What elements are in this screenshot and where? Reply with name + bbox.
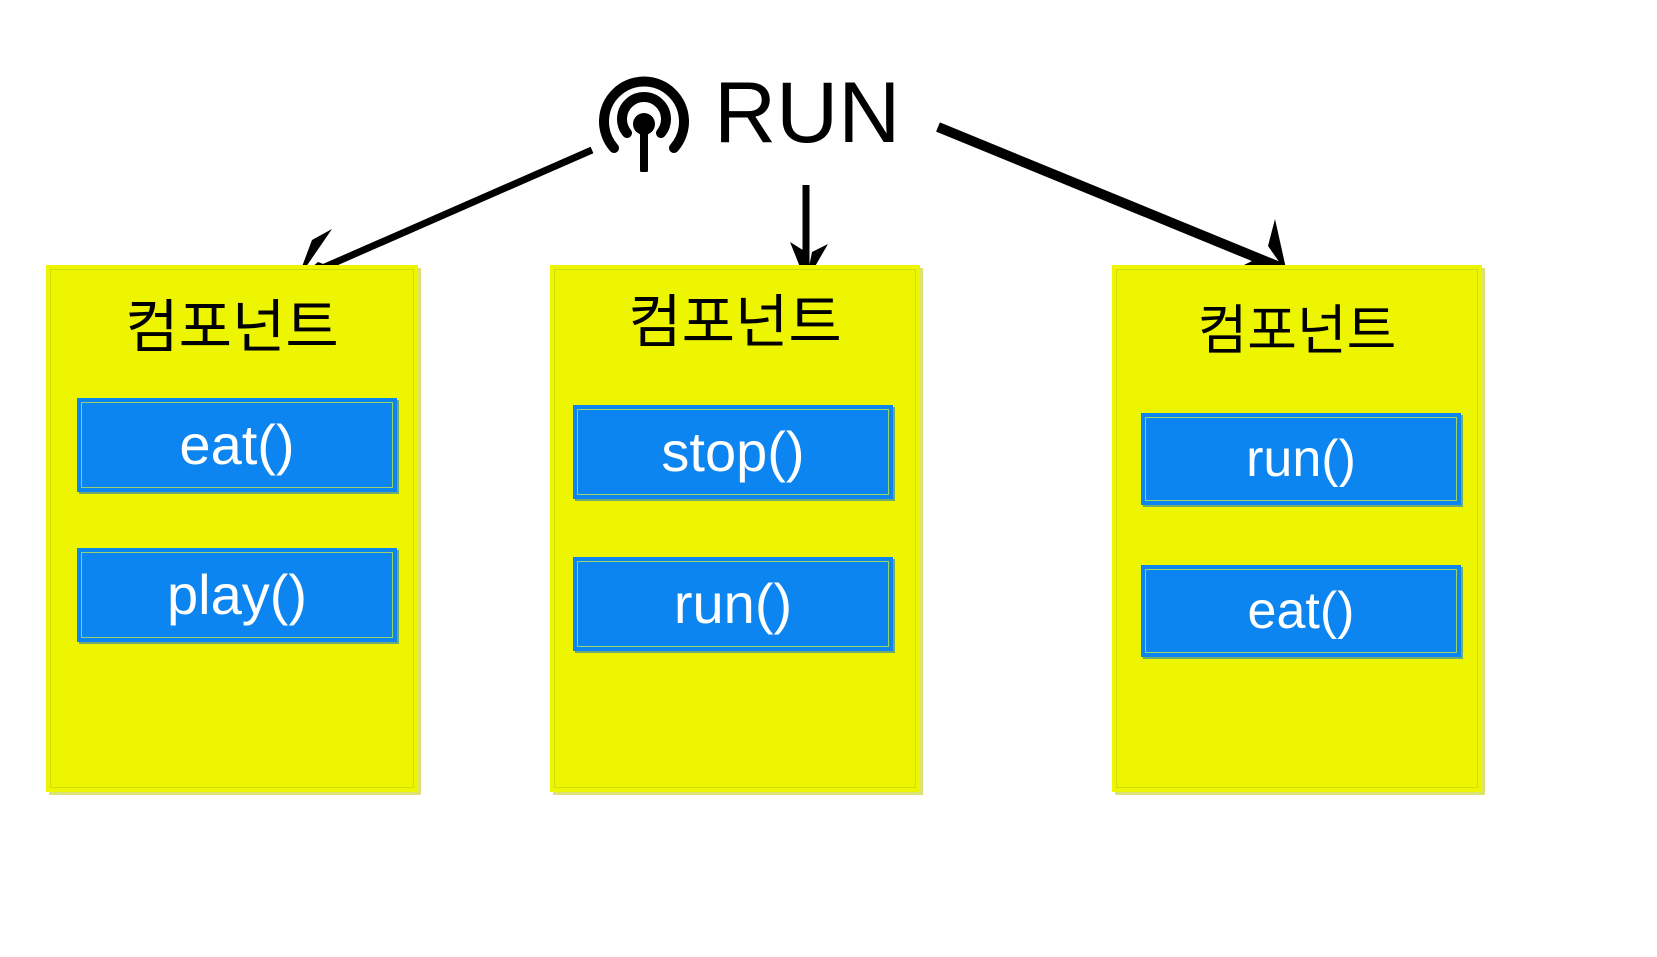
component-title: 컴포넌트 [1197, 301, 1397, 361]
method-button-stop[interactable]: stop() [573, 405, 893, 499]
broadcast-antenna-icon [599, 76, 689, 172]
arrow-to-component-3 [936, 122, 1287, 273]
source-label: RUN [714, 65, 901, 161]
component-card-3[interactable]: 컴포넌트 run() eat() [1112, 265, 1482, 792]
method-label: run() [673, 572, 793, 635]
arrow-to-component-1 [297, 146, 594, 281]
method-button-eat[interactable]: eat() [77, 398, 397, 492]
component-card-2[interactable]: 컴포넌트 stop() run() [550, 265, 920, 792]
method-button-play[interactable]: play() [77, 548, 397, 642]
method-label: eat() [1247, 582, 1355, 640]
method-button-eat[interactable]: eat() [1141, 565, 1461, 657]
component-card-1[interactable]: 컴포넌트 eat() play() [46, 265, 418, 792]
method-label: run() [1246, 430, 1356, 488]
component-title: 컴포넌트 [628, 290, 842, 355]
method-label: play() [166, 563, 308, 626]
method-label: eat() [179, 413, 295, 476]
broadcast-source: RUN [588, 62, 900, 172]
component-title: 컴포넌트 [125, 295, 339, 360]
method-button-run[interactable]: run() [1141, 413, 1461, 505]
method-label: stop() [661, 420, 805, 483]
method-button-run[interactable]: run() [573, 557, 893, 651]
